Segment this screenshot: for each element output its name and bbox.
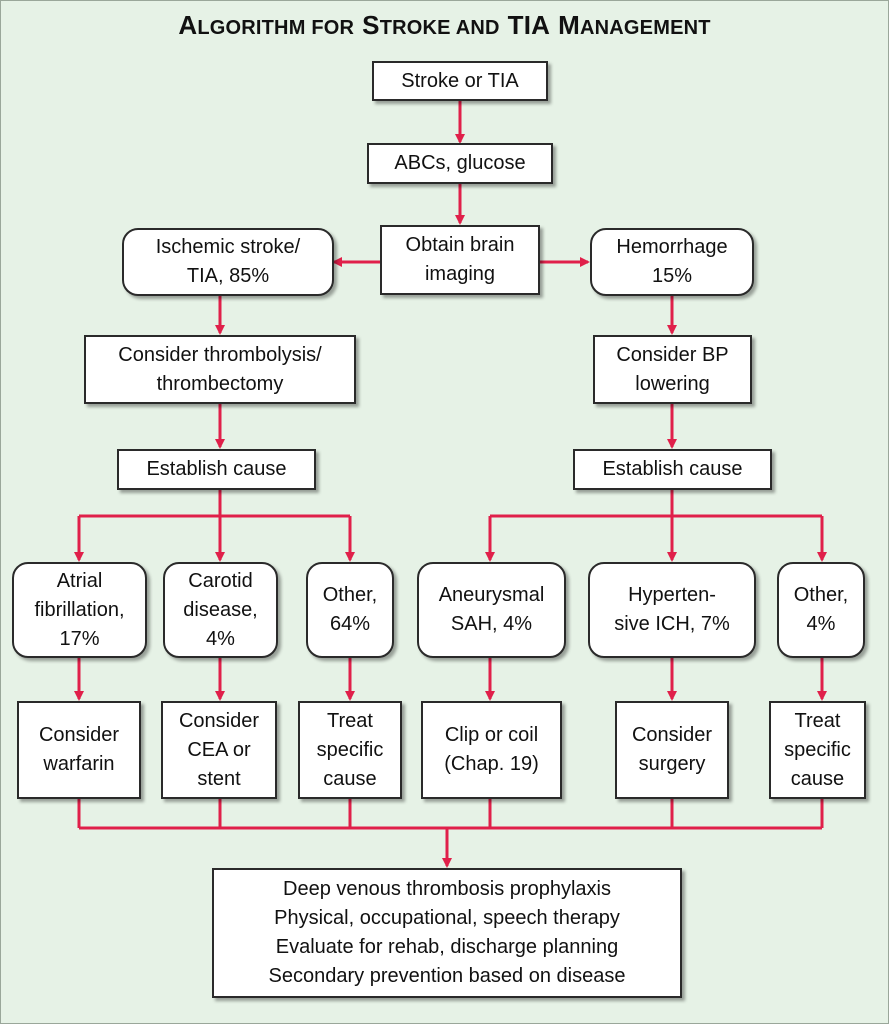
- node-thrombolysis: Consider thrombolysis/ thrombectomy: [84, 335, 356, 404]
- node-warfarin-label: Consider warfarin: [38, 724, 120, 775]
- node-stroke-tia: Stroke or TIA: [372, 61, 548, 101]
- node-hemorrhage-label: Hemorrhage 15%: [616, 236, 728, 287]
- node-afib-label: Atrial fibrillation, 17%: [34, 569, 125, 650]
- node-clip-coil-label: Clip or coil (Chap. 19): [444, 724, 539, 775]
- node-other-right: Other, 4%: [777, 562, 865, 658]
- node-ischemic-label: Ischemic stroke/ TIA, 85%: [155, 236, 301, 287]
- node-surgery-label: Consider surgery: [631, 724, 713, 775]
- node-carotid-label: Carotid disease, 4%: [183, 569, 258, 650]
- node-aneurysmal-label: Aneurysmal SAH, 4%: [438, 584, 545, 635]
- title-word-1: ALGORITHM FOR: [178, 10, 355, 40]
- node-cause-right-label: Establish cause: [602, 458, 743, 480]
- node-treat-right-label: Treat specific cause: [784, 709, 851, 790]
- title-word-3: TIA: [507, 10, 551, 40]
- node-hemorrhage: Hemorrhage 15%: [590, 228, 754, 296]
- node-cause-left: Establish cause: [117, 449, 316, 490]
- title-word-2: STROKE AND: [362, 10, 500, 40]
- node-final-label: Deep venous thrombosis prophylaxis Physi…: [268, 878, 626, 987]
- node-clip-coil: Clip or coil (Chap. 19): [421, 701, 562, 799]
- node-treat-left-label: Treat specific cause: [316, 709, 384, 790]
- node-abcs-label: ABCs, glucose: [394, 152, 526, 174]
- node-surgery: Consider surgery: [615, 701, 729, 799]
- node-final: Deep venous thrombosis prophylaxis Physi…: [212, 868, 682, 998]
- node-other-left: Other, 64%: [306, 562, 394, 658]
- node-other-left-label: Other, 64%: [322, 584, 378, 635]
- node-imaging-label: Obtain brain imaging: [405, 234, 515, 285]
- node-cause-right: Establish cause: [573, 449, 772, 490]
- node-treat-left: Treat specific cause: [298, 701, 402, 799]
- node-treat-right: Treat specific cause: [769, 701, 866, 799]
- title-word-4: MANAGEMENT: [558, 10, 711, 40]
- node-bp-lowering-label: Consider BP lowering: [616, 343, 729, 395]
- node-thrombolysis-label: Consider thrombolysis/ thrombectomy: [118, 343, 322, 395]
- node-cause-left-label: Establish cause: [146, 458, 287, 480]
- node-cea-label: Consider CEA or stent: [178, 709, 260, 790]
- node-warfarin: Consider warfarin: [17, 701, 141, 799]
- node-carotid: Carotid disease, 4%: [163, 562, 278, 658]
- node-hypertensive-label: Hyperten- sive ICH, 7%: [614, 584, 730, 635]
- node-abcs: ABCs, glucose: [367, 143, 553, 184]
- node-aneurysmal: Aneurysmal SAH, 4%: [417, 562, 566, 658]
- node-hypertensive: Hyperten- sive ICH, 7%: [588, 562, 756, 658]
- node-imaging: Obtain brain imaging: [380, 225, 540, 295]
- node-bp-lowering: Consider BP lowering: [593, 335, 752, 404]
- node-stroke-tia-label: Stroke or TIA: [401, 69, 519, 92]
- node-other-right-label: Other, 4%: [793, 584, 849, 635]
- node-ischemic: Ischemic stroke/ TIA, 85%: [122, 228, 334, 296]
- node-cea: Consider CEA or stent: [161, 701, 277, 799]
- node-afib: Atrial fibrillation, 17%: [12, 562, 147, 658]
